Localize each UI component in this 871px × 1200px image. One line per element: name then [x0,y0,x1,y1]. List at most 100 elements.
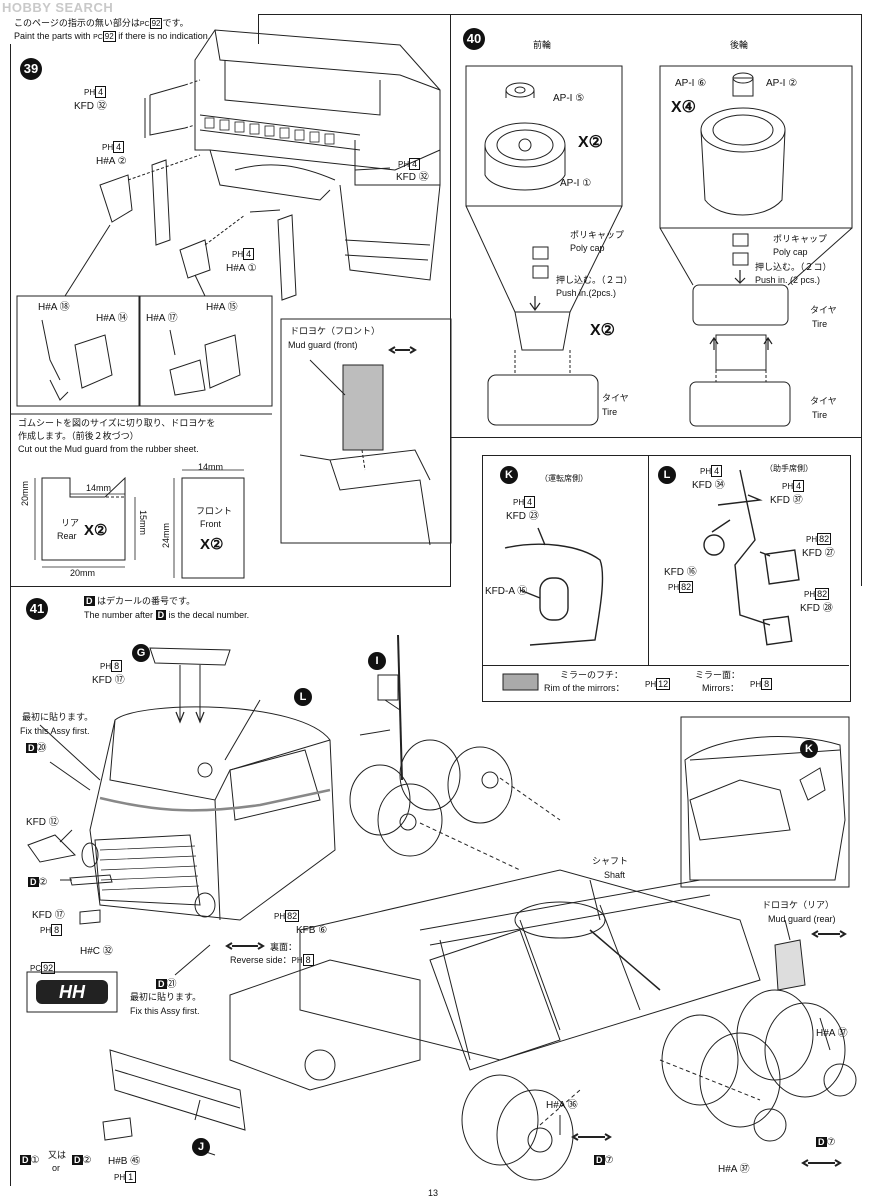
ap6-label: AP-I ⑥ [675,78,707,89]
first-en-a: Fix this Assy first. [20,726,90,736]
k-badge-detail: K [800,740,818,758]
or-en: or [52,1163,61,1173]
k-kfda15: KFD-A ⑮ [485,586,528,597]
rubber-rear-h2: 15mm [138,510,148,536]
step-41-badge: 41 [26,598,48,620]
rubber-jp-1: ゴムシートを図のサイズに切り取り、ドロヨケを [18,418,216,428]
s39-detail-right-a: H#A ⑰ [146,313,178,324]
or-jp: 又は [48,1150,67,1160]
rear-tire-jp-a: タイヤ [810,305,837,315]
i-badge: I [368,652,386,670]
decal-note-jp: D はデカールの番号です。 [84,596,196,606]
rubber-rear-x: X② [84,522,108,539]
rubber-front-x: X② [200,536,224,553]
hh-logo-decal: HH [36,980,108,1004]
s39-ha1: H#A ① [226,263,257,274]
rubber-en: Cut out the Mud guard from the rubber sh… [18,444,199,454]
front-push-jp: 押し込む。（２コ） [556,275,633,285]
legend-mirror-en: Mirrors： [702,683,739,693]
g-badge: G [132,644,150,662]
s39-detail-left-a: H#A ⑱ [38,302,70,313]
rear-polycap-en: Poly cap [773,247,808,257]
rubber-front-jp: フロント [196,506,233,516]
first-jp-a: 最初に貼ります。 [22,712,94,722]
s39-kfd32-b: KFD ㉜ [396,172,429,183]
frame-40-bottom [450,437,862,438]
mirror-panel-divider [648,455,649,665]
l-badge: L [658,466,676,484]
kfb6-label: KFB ⑥ [296,925,328,936]
mud-guard-front-en: Mud guard (front) [288,340,358,350]
step-40-badge: 40 [463,28,485,50]
rear-polycap-jp: ポリキャップ [773,234,828,244]
hc72-label: H#C ㉜ [80,946,113,957]
rear-wheel-title: 後輪 [730,40,749,50]
l-kfd28: KFD ㉘ [800,603,833,614]
legend-mirror-jp: ミラー面： [695,670,741,680]
frame-right [861,14,862,586]
frame-mid-bottom [10,586,451,587]
kfd12-label: KFD ⑫ [26,817,59,828]
front-tire-jp: タイヤ [602,393,629,403]
l-badge-main: L [294,688,312,706]
s39-detail-left-b: H#A ⑭ [96,313,128,324]
rear-tire-jp-b: タイヤ [810,396,837,406]
mud-rear-en: Mud guard (rear) [768,914,836,924]
hb55-label: H#B ㊺ [108,1156,141,1167]
rear-tire-en-a: Tire [812,319,828,329]
l-kfd27: KFD ㉗ [802,548,835,559]
shaft-en: Shaft [604,870,626,880]
ap5-label: AP-I ⑤ [553,93,585,104]
rubber-rear-jp: リア [61,518,80,528]
rubber-rear-h: 20mm [20,480,30,506]
ha37-label-a: H#A ㊲ [816,1028,848,1039]
rubber-rear-w-bottom: 20mm [70,568,96,578]
frame-top [258,14,862,15]
frame-left [10,44,11,586]
s39-kfd32-a: KFD ㉜ [74,101,107,112]
front-polycap-en: Poly cap [570,243,605,253]
front-push-en: Push in.(2pcs.) [556,288,617,298]
l-title: （助手席側） [765,464,813,473]
shaft-jp: シャフト [592,856,629,866]
mud-rear-jp: ドロヨケ（リア） [762,900,835,910]
mirror-panel [482,455,851,702]
j-badge: J [192,1138,210,1156]
rubber-front-h: 24mm [161,522,171,548]
frame-mid-divider [450,14,451,586]
ap2-label: AP-I ② [766,78,798,89]
legend-rim-en: Rim of the mirrors： [544,683,625,693]
ha37-label-b: H#A ㊲ [718,1164,750,1175]
legend-rim-jp: ミラーのフチ： [560,670,624,680]
l-kfd34: KFD ㉞ [692,480,725,491]
front-tire-x2: X② [590,322,616,339]
frame-header-divider [258,14,259,44]
front-x2: X② [578,134,604,151]
rubber-rear-w-top: 14mm [86,483,112,493]
rear-tire-en-b: Tire [812,410,828,420]
k-kfd23: KFD ㉓ [506,511,539,522]
k-badge: K [500,466,518,484]
rear-push-en: Push in. (2 pcs.) [755,275,821,285]
frame-left-lower [10,586,11,1186]
